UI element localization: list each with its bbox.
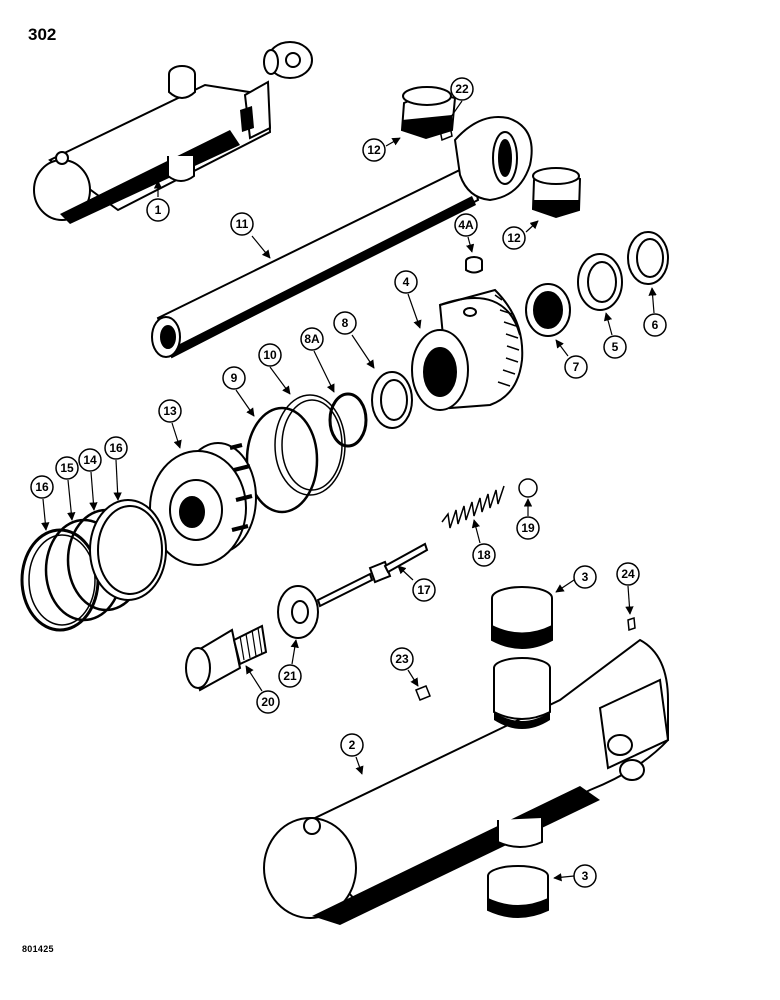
page-number: 302 xyxy=(28,25,57,44)
callout-12-lower: 12 xyxy=(502,220,539,250)
valve-stem xyxy=(316,542,429,608)
callout-label: 24 xyxy=(621,567,635,581)
callout-5: 5 xyxy=(603,312,627,359)
callout-1: 1 xyxy=(146,180,170,222)
piston xyxy=(149,442,257,566)
spring xyxy=(441,485,505,529)
callout-16-outer: 16 xyxy=(30,475,54,531)
callout-label: 21 xyxy=(283,669,297,683)
callout-label: 14 xyxy=(83,453,97,467)
plug xyxy=(465,256,483,274)
callout-22: 22 xyxy=(445,77,474,125)
callout-label: 3 xyxy=(582,869,589,883)
check-ball xyxy=(518,478,538,498)
callout-8: 8 xyxy=(333,311,375,369)
callout-16-inner: 16 xyxy=(104,436,128,501)
plug-bolt xyxy=(185,624,268,692)
callout-label: 7 xyxy=(573,360,580,374)
callout-label: 11 xyxy=(236,217,249,231)
cylinder-barrel xyxy=(263,638,670,925)
assembled-cylinder xyxy=(33,41,313,224)
wear-ring-7 xyxy=(525,283,571,337)
callout-9: 9 xyxy=(222,366,255,417)
piston-ring-16-outer xyxy=(20,528,100,632)
callout-3-upper: 3 xyxy=(555,565,597,593)
callout-10: 10 xyxy=(258,343,291,395)
callout-label: 8 xyxy=(342,316,349,330)
callout-label: 16 xyxy=(109,441,123,455)
cylinder-head xyxy=(411,288,524,411)
bushing-upper xyxy=(400,86,457,140)
callout-8a: 8A xyxy=(300,327,335,393)
callout-label: 17 xyxy=(417,583,431,597)
callout-label: 10 xyxy=(263,348,277,362)
backup-ring-8a xyxy=(328,392,368,448)
callout-7: 7 xyxy=(555,339,588,379)
callout-label: 15 xyxy=(60,461,74,475)
callout-11: 11 xyxy=(230,212,271,259)
seal-ring-6 xyxy=(627,231,669,285)
callout-6: 6 xyxy=(643,287,667,337)
callout-label: 2 xyxy=(349,738,356,752)
callout-label: 5 xyxy=(612,340,619,354)
piston-ring-16-inner xyxy=(89,499,167,601)
rod-seal-8 xyxy=(371,371,413,429)
callout-15: 15 xyxy=(55,456,79,521)
figure-code: 801425 xyxy=(22,944,54,954)
callout-18: 18 xyxy=(471,519,496,567)
callout-20: 20 xyxy=(245,665,280,714)
callout-label: 8A xyxy=(304,332,320,346)
bushing-3-lower xyxy=(487,865,549,918)
callout-4: 4 xyxy=(394,270,422,329)
callout-label: 1 xyxy=(155,203,162,217)
bushing-lower xyxy=(531,167,582,219)
backup-ring-10 xyxy=(274,394,346,496)
callout-14: 14 xyxy=(78,448,102,511)
callout-label: 12 xyxy=(367,143,381,157)
o-ring-9 xyxy=(245,406,319,514)
callout-19: 19 xyxy=(516,498,540,540)
callout-label: 19 xyxy=(521,521,535,535)
callout-2: 2 xyxy=(340,733,364,775)
callout-label: 9 xyxy=(231,371,238,385)
callout-label: 22 xyxy=(455,82,469,96)
callout-label: 23 xyxy=(395,652,409,666)
callout-label: 13 xyxy=(163,404,177,418)
callout-3-lower: 3 xyxy=(553,864,597,888)
callout-24: 24 xyxy=(616,562,640,615)
grease-fitting-23 xyxy=(415,685,431,701)
callout-label: 3 xyxy=(582,570,589,584)
callout-label: 20 xyxy=(261,695,275,709)
piston-rod xyxy=(151,116,533,359)
callout-label: 12 xyxy=(507,231,521,245)
callout-17: 17 xyxy=(397,565,436,602)
callout-label: 18 xyxy=(477,548,491,562)
washer xyxy=(277,585,319,639)
callout-label: 6 xyxy=(652,318,659,332)
callout-label: 16 xyxy=(35,480,49,494)
callout-12-upper: 12 xyxy=(362,137,401,162)
fitting-24 xyxy=(627,616,636,632)
callout-21: 21 xyxy=(278,639,302,688)
callout-4a: 4A xyxy=(454,213,478,253)
callout-label: 4 xyxy=(403,275,410,289)
callout-label: 4A xyxy=(458,218,474,232)
callout-13: 13 xyxy=(158,399,182,449)
bushing-3-upper xyxy=(491,586,553,649)
wiper-ring-5 xyxy=(577,253,623,311)
callout-23: 23 xyxy=(390,647,419,687)
